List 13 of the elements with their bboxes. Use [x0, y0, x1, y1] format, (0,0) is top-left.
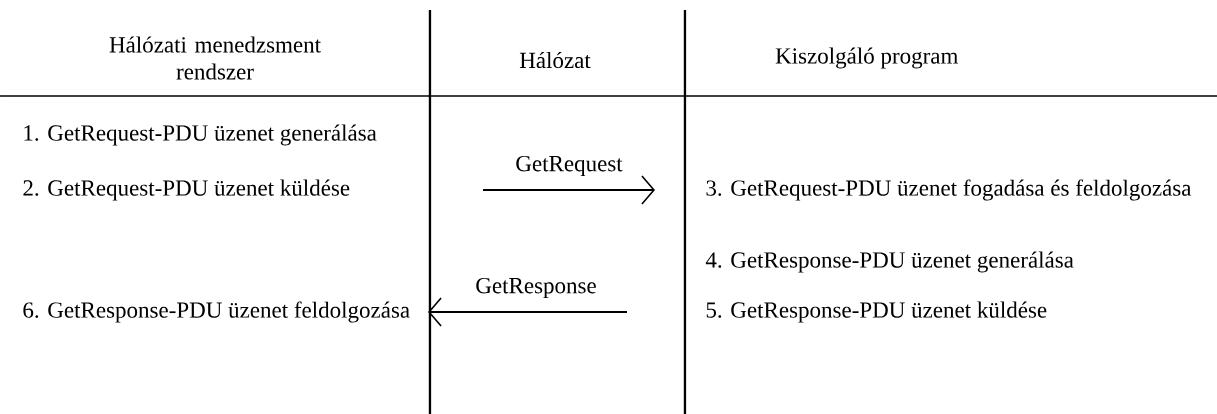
step-text: 4. GetResponse-PDU üzenet generálása: [705, 251, 1074, 273]
arrow: [428, 297, 628, 327]
step-text: 2. GetRequest-PDU üzenet küldése: [23, 179, 350, 201]
edge-label: GetResponse: [473, 275, 599, 301]
step-text: 6. GetResponse-PDU üzenet feldolgozása: [23, 301, 410, 323]
step-text: 1. GetRequest-PDU üzenet generálása: [24, 124, 377, 146]
step-text: 3. GetRequest-PDU üzenet fogadása és feldolgozása: [706, 179, 1192, 201]
arrow: [482, 175, 655, 205]
edge-label: GetRequest: [513, 153, 625, 179]
step-text: 5. GetResponse-PDU üzenet küldése: [706, 301, 1047, 323]
column-header: Hálózat: [519, 51, 591, 69]
column-header: Hálózati menedzsment rendszer: [109, 36, 321, 80]
column-header: Kiszolgáló program: [775, 47, 959, 69]
